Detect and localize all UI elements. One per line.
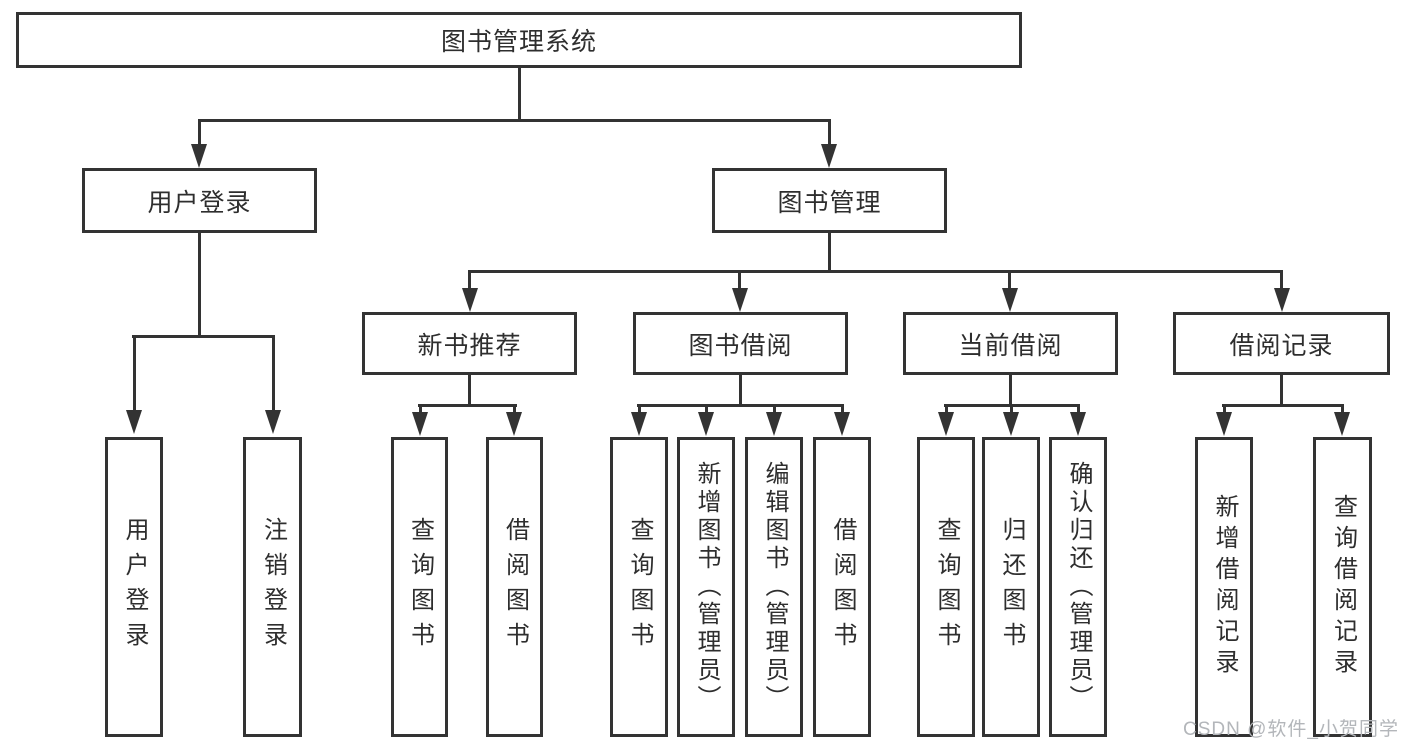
arrow-book-management [821, 144, 837, 168]
connector-drop-cb-query [945, 404, 948, 414]
connector-drop-leaf-logout [272, 335, 275, 411]
connector-current-borrow-stem [1009, 375, 1012, 406]
leaf-bb-borrow-books: 借阅图书 [813, 437, 871, 737]
connector-drop-bb-borrow [841, 404, 844, 414]
connector-drop-cb-confirm [1077, 404, 1080, 414]
connector-drop-bb-query [638, 404, 641, 414]
connector-new-book-stem [468, 375, 471, 406]
node-user-login: 用户登录 [82, 168, 317, 233]
arrow-book-borrow [732, 288, 748, 312]
connector-book-management-stem [828, 233, 831, 272]
connector-drop-br-add [1223, 404, 1226, 414]
connector-drop-current-borrow [1008, 270, 1011, 292]
connector-book-borrow-stem [739, 375, 742, 406]
arrow-current-borrow [1002, 288, 1018, 312]
arrow-borrow-records [1274, 288, 1290, 312]
node-new-book-recommend: 新书推荐 [362, 312, 577, 375]
node-book-management: 图书管理 [712, 168, 947, 233]
connector-drop-br-query [1341, 404, 1344, 414]
connector-level2-rail [198, 119, 831, 122]
connector-drop-bb-edit [773, 404, 776, 414]
connector-new-book-rail [418, 404, 517, 407]
arrow-bb-borrow [834, 412, 850, 436]
leaf-user-login: 用户登录 [105, 437, 163, 737]
arrow-br-query [1334, 412, 1350, 436]
connector-drop-book-management [828, 119, 831, 147]
connector-drop-leaf-login [133, 335, 136, 411]
arrow-new-book [462, 288, 478, 312]
connector-root-stem [518, 68, 521, 121]
connector-borrow-records-rail [1222, 404, 1344, 407]
connector-drop-bb-add [705, 404, 708, 414]
arrow-br-add [1216, 412, 1232, 436]
connector-drop-cb-return [1010, 404, 1013, 414]
arrow-bb-query [631, 412, 647, 436]
node-book-borrow: 图书借阅 [633, 312, 848, 375]
leaf-br-query-record: 查询借阅记录 [1313, 437, 1372, 737]
arrow-user-login [191, 144, 207, 168]
connector-book-borrow-rail [637, 404, 844, 407]
arrow-bb-add [698, 412, 714, 436]
leaf-bb-query-books: 查询图书 [610, 437, 668, 737]
node-root: 图书管理系统 [16, 12, 1022, 68]
node-current-borrow: 当前借阅 [903, 312, 1118, 375]
connector-user-login-rail [132, 335, 275, 338]
csdn-watermark: CSDN @软件_小贺同学 [1183, 719, 1399, 740]
leaf-cb-query-books: 查询图书 [917, 437, 975, 737]
connector-drop-book-borrow [738, 270, 741, 292]
arrow-nb-borrow [506, 412, 522, 436]
arrow-nb-query [412, 412, 428, 436]
connector-drop-nb-query [419, 404, 422, 414]
leaf-bb-edit-book-admin: 编辑图书（管理员） [745, 437, 803, 737]
leaf-logout: 注销登录 [243, 437, 302, 737]
node-borrow-records: 借阅记录 [1173, 312, 1390, 375]
connector-drop-borrow-records [1280, 270, 1283, 292]
arrow-leaf-login [126, 410, 142, 434]
leaf-nb-query-books: 查询图书 [391, 437, 448, 737]
connector-borrow-records-stem [1280, 375, 1283, 406]
connector-drop-nb-borrow [513, 404, 516, 414]
arrow-bb-edit [766, 412, 782, 436]
leaf-nb-borrow-books: 借阅图书 [486, 437, 543, 737]
connector-drop-new-book [468, 270, 471, 292]
arrow-leaf-logout [265, 410, 281, 434]
connector-user-login-stem [198, 233, 201, 337]
arrow-cb-return [1003, 412, 1019, 436]
leaf-bb-add-book-admin: 新增图书（管理员） [677, 437, 735, 737]
arrow-cb-confirm [1070, 412, 1086, 436]
leaf-cb-return-books: 归还图书 [982, 437, 1040, 737]
connector-drop-user-login [198, 119, 201, 147]
connector-level3-rail [468, 270, 1282, 273]
arrow-cb-query [938, 412, 954, 436]
leaf-cb-confirm-return-admin: 确认归还（管理员） [1049, 437, 1107, 737]
leaf-br-add-record: 新增借阅记录 [1195, 437, 1253, 737]
